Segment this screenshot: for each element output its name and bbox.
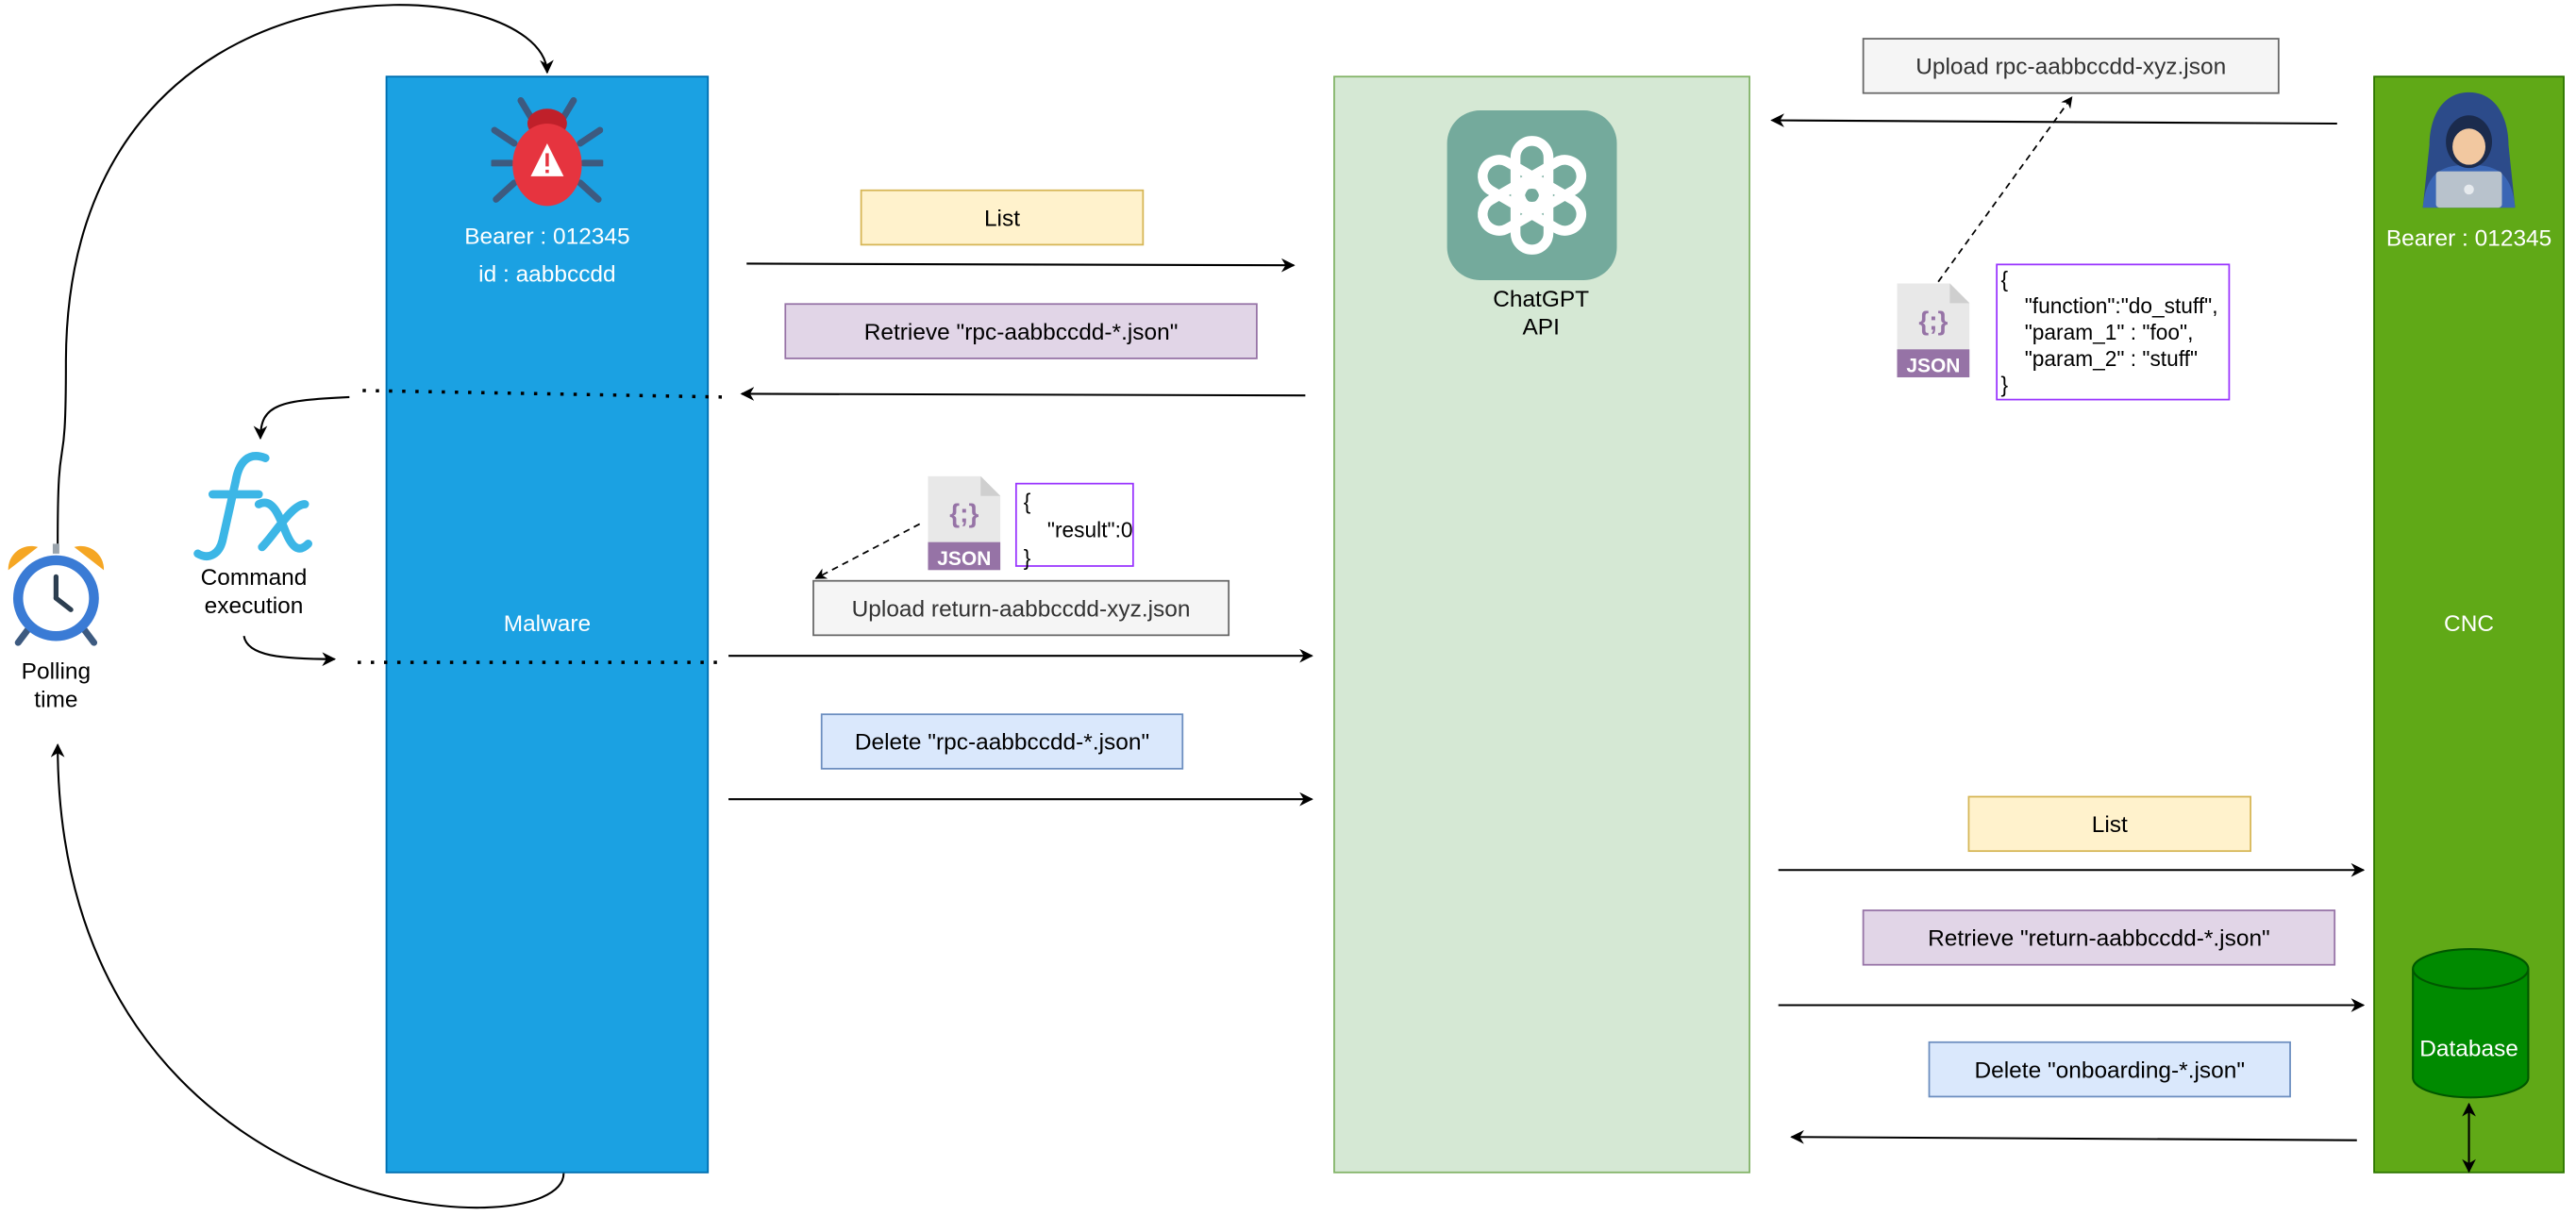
bug-warning-icon (491, 97, 604, 207)
json-result-line: } (1023, 545, 1031, 571)
json-rpc-line: "function":"do_stuff", (2000, 292, 2218, 319)
json-result-box: { "result":0 } (1014, 482, 1134, 570)
cnc-bearer: Bearer : 012345 (2385, 224, 2552, 251)
api-label-line1: ChatGPT (1493, 285, 1590, 312)
dashed-json-result (814, 523, 921, 579)
openai-logo-icon (1447, 110, 1617, 280)
dashed-json-rpc (1937, 96, 2073, 283)
arrow-malware-retrieve (740, 387, 1306, 401)
polling-loop-bottom (50, 743, 565, 1209)
svg-text:{;}: {;} (1918, 306, 1948, 335)
malware-label: Malware (503, 609, 592, 637)
command-label-line1: Command (200, 563, 308, 591)
hacker-icon (2422, 92, 2516, 208)
database-cylinder (2412, 948, 2530, 1099)
cnc-label: CNC (2444, 609, 2495, 637)
function-fx-icon (193, 452, 312, 560)
database-label: Database (2419, 1034, 2518, 1061)
json-rpc-line: { (2000, 266, 2009, 292)
json-icon-label: JSON (937, 548, 991, 570)
json-file-icon: {;} JSON (1897, 283, 1970, 377)
op-cnc-delete: Delete "onboarding-*.json" (1928, 1041, 2291, 1098)
arrow-cnc-delete (1790, 1129, 2357, 1144)
json-rpc-line: "param_2" : "stuff" (2000, 345, 2199, 372)
json-result-line: "result":0 (1023, 517, 1133, 542)
arrow-malware-list (746, 258, 1296, 273)
op-malware-retrieve: Retrieve "rpc-aabbccdd-*.json" (784, 303, 1258, 359)
malware-lane (385, 75, 710, 1174)
arrow-to-command (253, 395, 350, 441)
command-label-line2: execution (204, 591, 304, 619)
arrow-from-command (243, 635, 337, 667)
op-malware-delete: Delete "rpc-aabbccdd-*.json" (820, 713, 1184, 770)
json-rpc-line: "param_1" : "foo", (2000, 319, 2194, 345)
polling-label-line1: Polling (21, 657, 92, 684)
svg-text:{;}: {;} (949, 499, 979, 528)
dotted-retrieve (362, 389, 729, 399)
op-cnc-retrieve: Retrieve "return-aabbccdd-*.json" (1862, 909, 2336, 966)
json-rpc-line: } (2000, 372, 2009, 397)
malware-bearer: Bearer : 012345 (464, 222, 630, 249)
op-malware-list: List (860, 189, 1145, 246)
op-malware-upload: Upload return-aabbccdd-xyz.json (812, 579, 1230, 637)
json-rpc-box: { "function":"do_stuff", "param_1" : "fo… (1996, 263, 2231, 401)
json-file-icon: {;} JSON (928, 475, 1001, 571)
polling-loop-top (57, 4, 554, 544)
json-result-line: { (1023, 489, 1031, 514)
polling-label-line2: time (34, 685, 78, 712)
api-label-line2: API (1522, 312, 1560, 340)
op-cnc-upload: Upload rpc-aabbccdd-xyz.json (1862, 38, 2280, 94)
json-icon-label: JSON (1906, 356, 1960, 377)
alarm-clock-icon (8, 543, 105, 646)
malware-id: id : aabbccdd (478, 259, 616, 287)
op-cnc-list: List (1967, 795, 2251, 853)
